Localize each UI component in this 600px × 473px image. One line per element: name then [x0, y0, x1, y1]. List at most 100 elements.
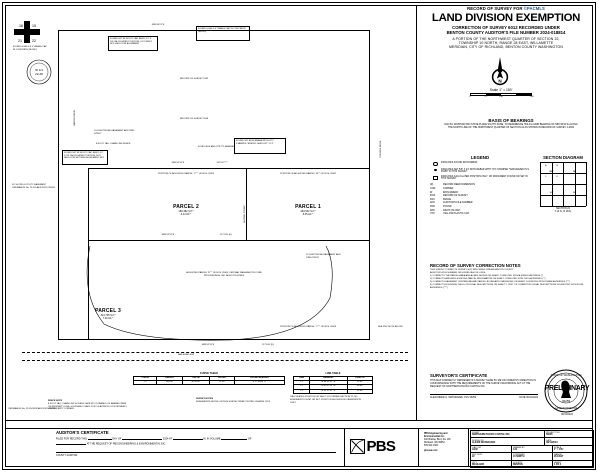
- parcel-4-portion-note: PORTION OF ADJUSTED PARCEL "C"** OF ROS …: [280, 326, 336, 328]
- svg-text:16: 16: [19, 24, 23, 28]
- legend-abbr-row: FND FOUND: [430, 205, 530, 208]
- bearing-mid-2: N89°52'31"E: [161, 234, 175, 236]
- north-boundary-line: [58, 30, 370, 31]
- tb-key: DATE: [546, 439, 552, 442]
- parcel-3-label: PARCEL 3 313,745 S.F.* 7.20 AC.*: [95, 308, 121, 320]
- title-block-row: CLIENT NORTHERN PACIFIC CAPITAL INC PROJ…: [471, 431, 593, 439]
- pbs-address: 400 Bradley Blvd, Ste 106: [424, 439, 451, 441]
- railroad-rw-line-2: [22, 360, 408, 361]
- fnc-note-ref: SEE FNC NOTE BELOW: [378, 326, 403, 328]
- abbr-key: R/W: [430, 208, 435, 212]
- fence-note-body: 8-FOOT TALL CHAIN LINK DOUBLE GATE W/ 3 …: [48, 402, 127, 411]
- street-label-stevens: STEVENS DRIVE: [380, 140, 382, 158]
- legal-line-3: MERIDIAN, CITY OF RICHLAND, BENTON COUNT…: [449, 45, 563, 50]
- record-of-survey-line: RECORD OF SURVEY FOR ©PACMLS: [418, 6, 594, 11]
- west-boundary-line: [58, 30, 59, 340]
- brass-cap-detail-icon: W 1/4 22-28: [24, 58, 54, 91]
- legend-heading: LEGEND: [470, 155, 490, 160]
- abbr-value: CORNER: [443, 186, 454, 190]
- monument-callout-text-4: FOUND 5/8" IR W/OUT CAP, BENT, 0.2' S OF…: [64, 152, 104, 160]
- qq-cell-c: C: [544, 176, 547, 178]
- legend-text: INDICATES CALCULATED POSITION ONLY, NO M…: [441, 175, 528, 181]
- pbs-mark-icon: [350, 438, 365, 454]
- preliminary-stamp-text: PRELIMINARY: [544, 385, 590, 392]
- calculated-position-note: CALCULATED POSITION OF WEST 1/4 CORNER S…: [290, 396, 361, 404]
- ros-note-line: THIS SURVEY CORRECTS SURVEY 6012 RECORDE…: [430, 269, 514, 271]
- line-td: L3: [292, 388, 311, 395]
- qq-cell-b: B: [556, 165, 558, 167]
- scale-bar: [470, 93, 532, 97]
- ros-note-line: 3) CORRECTS EASEMENT CENTERLINE AND PARC…: [430, 281, 570, 284]
- legend-abbreviations: (R) RECORD DEED DIMENSION COR CORNER IR …: [430, 183, 530, 215]
- tb-value: BENTON: [513, 463, 523, 466]
- tb-value: 28 EAST: [554, 456, 564, 459]
- surveyors-certificate: SURVEYOR'S CERTIFICATE THIS MAP CORRECTL…: [430, 373, 538, 399]
- tb-value: AGW: [472, 449, 478, 452]
- parcel-3-area-ac: 7.20 AC.*: [102, 317, 114, 320]
- title-block-cell-project-no: PROJECT NO. 60005: [545, 431, 593, 437]
- scale-tick-1: 75: [484, 96, 487, 99]
- pbs-phone: 509.942.1660: [424, 445, 439, 447]
- legend-abbr-row: AFN AUDITOR'S FILE NUMBER: [430, 201, 530, 204]
- pbs-website[interactable]: pbsusa.com: [424, 450, 438, 452]
- section-caption-1: SECTION 22: [556, 207, 570, 210]
- parcel-2-name: PARCEL 2: [173, 204, 199, 210]
- tb-value: 22: [472, 456, 475, 459]
- surveyors-signature-row: ALEXANDER G. WATARAZED, PLS 46259 DATE 0…: [430, 394, 538, 399]
- svg-text:46259: 46259: [562, 399, 571, 403]
- basis-of-bearings-section: BASIS OF BEARINGS NAD 83, WASHINGTON STA…: [430, 118, 592, 130]
- survey-map-drawing: 16 15 21 22 FOUND & HELD 3.5" BRASS CAP …: [8, 8, 414, 418]
- surveyor-date: DATE 06/11/2024: [519, 396, 538, 399]
- abbr-value: RIGHT-OF-WAY: [443, 208, 461, 212]
- curve-table-caption: CURVE TABLE: [199, 372, 219, 375]
- parcel-3-portion-note: ADJUSTED PARCEL "B"** OF ROS #2609, CENT…: [186, 272, 262, 277]
- ros-note-line: AUDITOR'S FILE NUMBER 2024-018814 AS FOL…: [430, 272, 486, 275]
- monument-callout-box-4: [62, 150, 108, 165]
- scale-tick-3: 300: [530, 96, 534, 99]
- auditors-line-1: FILED FOR RECORD THIS DAY OF 2024 AT M. …: [56, 436, 336, 441]
- svg-text:W 1/4: W 1/4: [35, 68, 43, 72]
- legend-row: INDICATES SET 5/8" X 24" IRON REBAR WITH…: [430, 169, 530, 175]
- legend-abbr-row: (R) RECORD DEED DIMENSION: [430, 183, 530, 186]
- request-label: AT THE REQUEST OF PBS ENGINEERING & ENVI…: [86, 442, 166, 446]
- scale-tick-0: 0: [469, 96, 471, 99]
- tb-key: SCALE: [554, 447, 562, 450]
- pbs-company-info: PBS Engineering and Environmental Inc. 4…: [424, 433, 468, 453]
- subtitle-afn: BENTON COUNTY AUDITOR'S FILE NUMBER 2024…: [446, 30, 566, 35]
- scale-ticks: 0 75 150 300: [469, 96, 534, 100]
- title-block-cell-client: CLIENT NORTHERN PACIFIC CAPITAL INC: [471, 431, 546, 438]
- curve-table-row: C1 360.00' 30°00'00" 21.48' S 17°00'04" …: [132, 379, 286, 386]
- title-block-cell-date: DATE 06/11/2024: [545, 438, 593, 444]
- tb-key: SECTION: [472, 454, 482, 457]
- calculated-position-icon: [430, 175, 441, 181]
- surveyors-certificate-heading: SURVEYOR'S CERTIFICATE: [430, 373, 488, 378]
- legend-row: INDICATES FOUND IRON REBAR: [430, 162, 530, 167]
- parcel-1-name: PARCEL 1: [295, 204, 321, 210]
- title-block-row: CALC BY AGW DRAWN BY CJJ SCALE 1" = 150': [471, 445, 593, 454]
- tb-value: 06/11/2024: [546, 441, 558, 444]
- section-corner-monument-icon: 16 15 21 22: [14, 21, 40, 48]
- ros-note-line: 1) CORRECTS THE PARCEL AREA AND ACRES SH…: [430, 275, 544, 278]
- qq-cell-a: A: [545, 165, 547, 167]
- abbr-value: FENCE: [443, 197, 452, 201]
- scale-tick-2: 150: [499, 96, 503, 99]
- svg-text:22: 22: [32, 39, 36, 43]
- abbr-value: AUDITOR'S FILE NUMBER: [443, 201, 473, 205]
- easement-label-access: 40' ACCESS AND UTILITY EASEMENT: [198, 146, 237, 148]
- curve-td: C1: [132, 379, 158, 386]
- legend-text: INDICATES SET 5/8" X 24" IRON REBAR WITH…: [441, 168, 529, 174]
- fence-note-heading: FENCE NOTE: [48, 400, 63, 402]
- svg-text:22-28: 22-28: [35, 72, 43, 76]
- county-auditor-signature: COUNTY AUDITOR: [56, 452, 336, 457]
- parcel-1-2-divider: [246, 168, 247, 240]
- tb-value: 60005: [546, 434, 553, 437]
- legend-abbr-row: COR CORNER: [430, 187, 530, 190]
- abbr-key: (R): [430, 183, 434, 187]
- street-label-snyder: SNYDER STREET: [244, 204, 246, 223]
- tb-key: CALC BY: [472, 447, 482, 450]
- found-iron-rebar-icon: [430, 162, 441, 167]
- legal-line-1: A PORTION OF THE NORTHWEST QUARTER OF SE…: [452, 36, 560, 41]
- easement-curve-path: [86, 246, 333, 341]
- ros-notes-body: THIS SURVEY CORRECTS SURVEY 6012 RECORDE…: [430, 269, 594, 290]
